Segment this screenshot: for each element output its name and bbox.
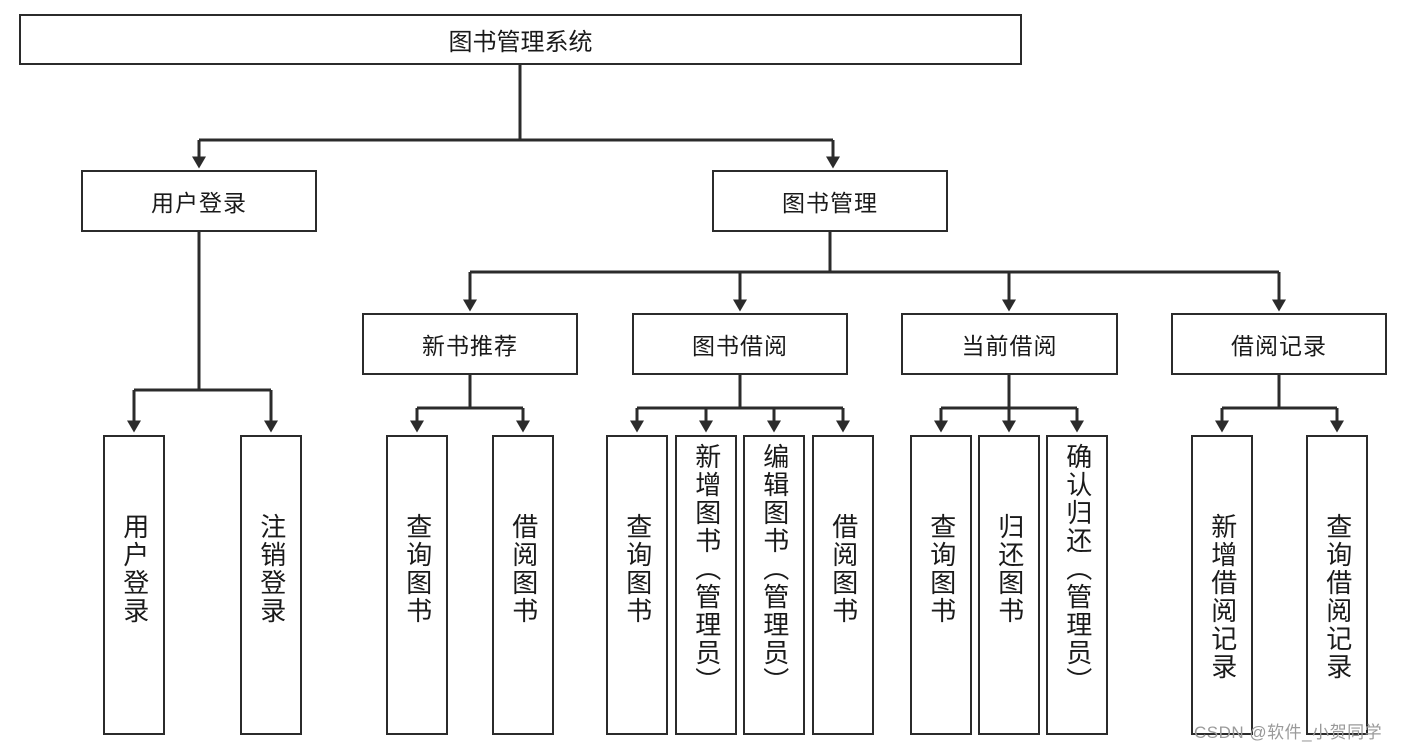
- node-current-borrow[interactable]: 当前借阅: [901, 313, 1118, 375]
- node-label: 图书借阅: [692, 333, 788, 359]
- node-label: 查询借阅记录: [1322, 513, 1353, 681]
- leaf-logout-login[interactable]: 注销登录: [240, 435, 302, 735]
- csdn-watermark: CSDN @软件_小贺同学: [1194, 723, 1383, 742]
- node-label: 借阅记录: [1231, 333, 1327, 359]
- node-label: 新增借阅记录: [1207, 513, 1238, 681]
- leaf-add-borrow-record[interactable]: 新增借阅记录: [1191, 435, 1253, 735]
- node-label: 借阅图书: [508, 513, 539, 625]
- node-new-book-recommend[interactable]: 新书推荐: [362, 313, 578, 375]
- leaf-query-borrow-record[interactable]: 查询借阅记录: [1306, 435, 1368, 735]
- node-label: 查询图书: [622, 513, 653, 625]
- node-user-login[interactable]: 用户登录: [81, 170, 317, 232]
- node-borrow-record[interactable]: 借阅记录: [1171, 313, 1387, 375]
- leaf-query-book-recommend[interactable]: 查询图书: [386, 435, 448, 735]
- leaf-return-book[interactable]: 归还图书: [978, 435, 1040, 735]
- leaf-borrow-book-recommend[interactable]: 借阅图书: [492, 435, 554, 735]
- node-book-management[interactable]: 图书管理: [712, 170, 948, 232]
- node-label: 注销登录: [256, 513, 287, 625]
- node-label: 查询图书: [402, 513, 433, 625]
- node-label: 用户登录: [151, 190, 247, 216]
- node-label: 图书管理: [782, 190, 878, 216]
- node-label: 新增图书（管理员）: [691, 443, 722, 695]
- leaf-query-book-current[interactable]: 查询图书: [910, 435, 972, 735]
- node-label: 编辑图书（管理员）: [759, 443, 790, 695]
- node-book-borrow[interactable]: 图书借阅: [632, 313, 848, 375]
- node-label: 图书管理系统: [448, 29, 593, 56]
- node-root-book-management-system[interactable]: 图书管理系统: [19, 14, 1022, 65]
- leaf-add-book-admin[interactable]: 新增图书（管理员）: [675, 435, 737, 735]
- leaf-edit-book-admin[interactable]: 编辑图书（管理员）: [743, 435, 805, 735]
- node-label: 确认归还（管理员）: [1062, 443, 1093, 695]
- leaf-user-login[interactable]: 用户登录: [103, 435, 165, 735]
- leaf-query-book-borrow[interactable]: 查询图书: [606, 435, 668, 735]
- node-label: 当前借阅: [961, 333, 1058, 359]
- leaf-borrow-book[interactable]: 借阅图书: [812, 435, 874, 735]
- leaf-confirm-return-admin[interactable]: 确认归还（管理员）: [1046, 435, 1108, 735]
- node-label: 查询图书: [926, 513, 957, 625]
- node-label: 借阅图书: [828, 513, 859, 625]
- node-label: 用户登录: [119, 513, 150, 625]
- node-label: 新书推荐: [422, 333, 518, 359]
- node-label: 归还图书: [994, 513, 1025, 625]
